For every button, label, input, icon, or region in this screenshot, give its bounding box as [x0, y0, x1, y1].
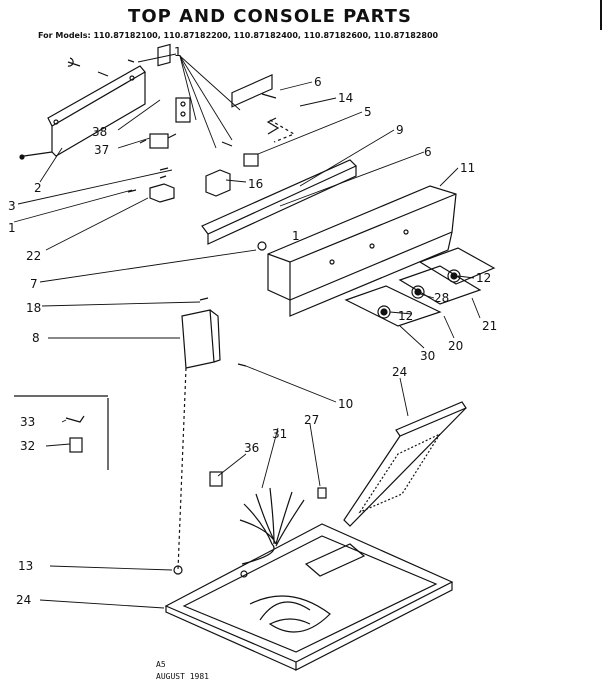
- callout-6-right: 6: [424, 145, 432, 159]
- callout-1-mid: 1: [292, 229, 300, 243]
- model-numbers: For Models: 110.87182100, 110.87182200, …: [38, 31, 439, 40]
- callout-10: 10: [338, 397, 353, 411]
- part-36-clip: [209, 471, 223, 487]
- callout-11: 11: [460, 161, 475, 175]
- footer-code: A5: [156, 660, 166, 669]
- callout-9: 9: [396, 123, 404, 137]
- part-13-fastener: [173, 565, 183, 575]
- part-screw-18: [199, 297, 209, 301]
- callout-20: 20: [448, 339, 463, 353]
- part-rear-bracket: [19, 65, 146, 160]
- callout-6-top: 6: [314, 75, 322, 89]
- callout-7: 7: [30, 277, 38, 291]
- callout-13: 13: [18, 559, 33, 573]
- callout-5: 5: [364, 105, 372, 119]
- callout-labels: 1 2 3 1 22 38 37 6 14 5 9 6 11 16 1 7 18…: [8, 45, 497, 607]
- part-control-rail: [201, 74, 358, 245]
- callout-2: 2: [34, 181, 42, 195]
- part-console-backsplash: [257, 185, 457, 317]
- callout-12-right: 12: [476, 271, 491, 285]
- callout-33: 33: [20, 415, 35, 429]
- part-knob-panels: [344, 247, 496, 327]
- part-lint-door: [343, 401, 467, 527]
- part-switch-bracket: [139, 43, 191, 149]
- part-control-housing: [177, 309, 247, 571]
- part-wire-harness: [239, 487, 327, 565]
- callout-37: 37: [94, 143, 109, 157]
- callout-36: 36: [244, 441, 259, 455]
- callout-1-top: 1: [174, 45, 182, 59]
- part-switch-and-spring: [221, 93, 296, 167]
- callout-27: 27: [304, 413, 319, 427]
- part-timer-knob-bracket: [205, 169, 231, 197]
- callout-8: 8: [32, 331, 40, 345]
- callout-21: 21: [482, 319, 497, 333]
- part-top-panel: [164, 523, 454, 671]
- callout-28: 28: [434, 291, 449, 305]
- page-edge-mark: [600, 0, 608, 30]
- part-inset-box: [14, 395, 109, 470]
- callout-1-left: 1: [8, 221, 16, 235]
- part-screw-group: [67, 57, 135, 77]
- callout-22: 24: [392, 365, 407, 379]
- callout-3: 3: [8, 199, 16, 213]
- callout-24: 24: [16, 593, 31, 607]
- diagram-title: TOP AND CONSOLE PARTS: [128, 6, 412, 27]
- footer-date: AUGUST 1981: [156, 672, 209, 681]
- callout-29: 22: [26, 249, 41, 263]
- leader-lines: [13, 53, 481, 609]
- callout-18: 18: [26, 301, 41, 315]
- callout-14: 14: [338, 91, 353, 105]
- callout-16: 16: [248, 177, 263, 191]
- callout-32: 32: [20, 439, 35, 453]
- callout-31: 31: [272, 427, 287, 441]
- part-clip-brackets: [127, 167, 175, 203]
- callout-12-left: 12: [398, 309, 413, 323]
- callout-38: 38: [92, 125, 107, 139]
- callout-30: 30: [420, 349, 435, 363]
